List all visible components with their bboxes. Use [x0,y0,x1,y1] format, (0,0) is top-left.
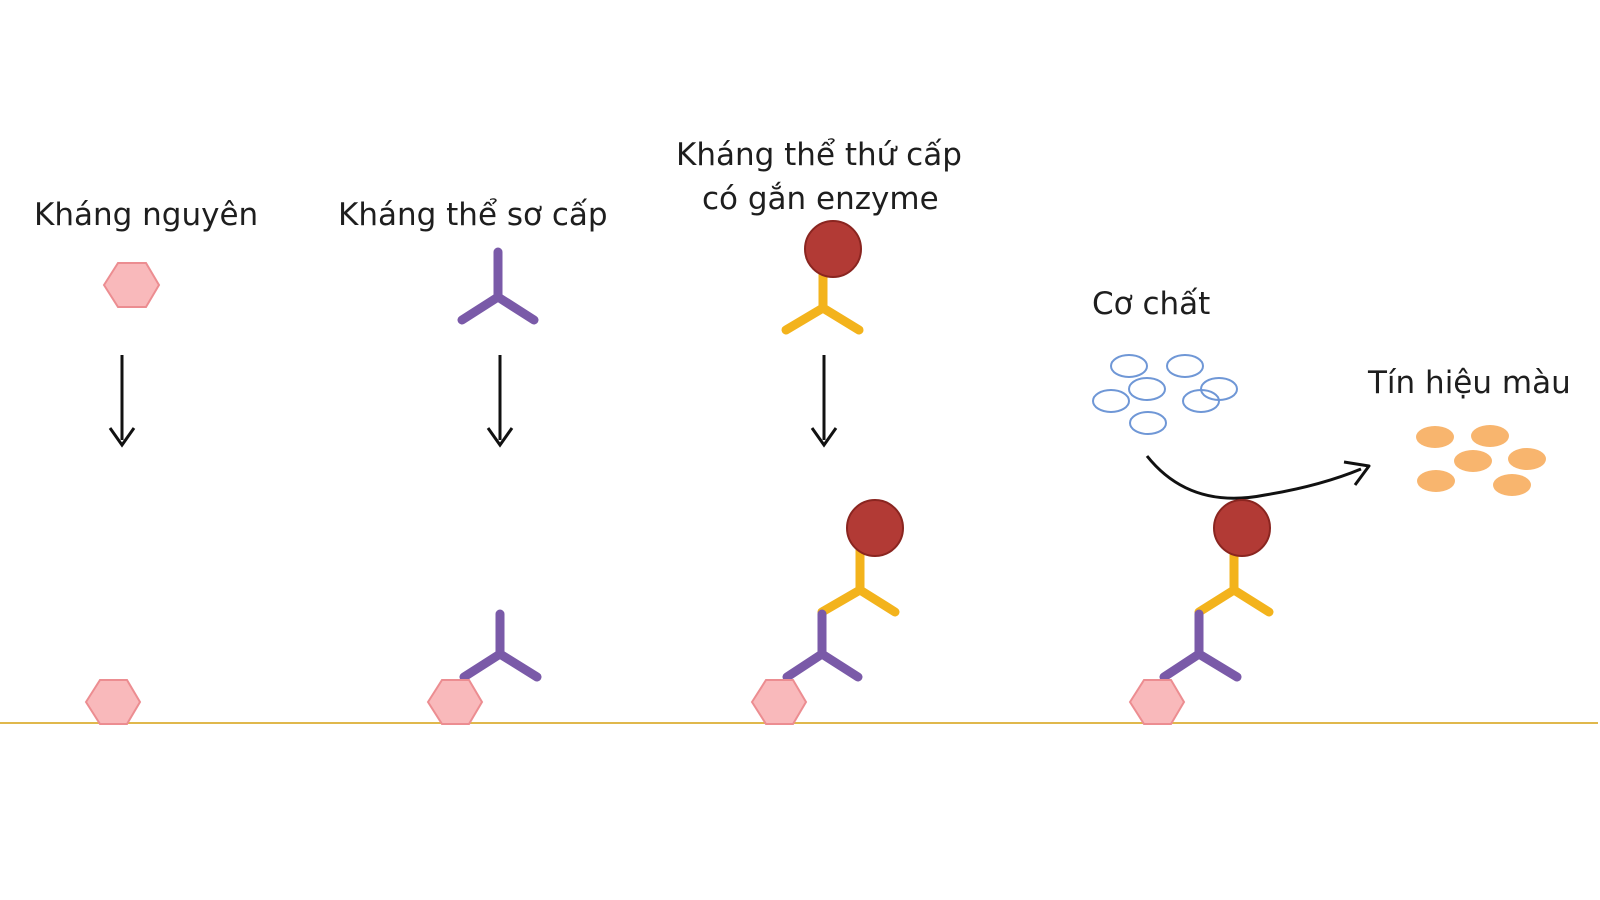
label-primary-antibody: Kháng thể sơ cấp [338,197,608,233]
bound-secondary-antibody-3 [817,543,900,617]
color-signal-dots [1416,425,1546,496]
bound-antigen-3 [750,679,808,725]
label-substrate: Cơ chất [1092,286,1211,322]
bound-enzyme-3 [846,499,904,557]
label-secondary-antibody-line2: có gắn enzyme [702,181,939,217]
bound-antigen-4 [1128,679,1186,725]
bound-primary-antibody-2 [459,609,542,682]
legend-antigen-hexagon [102,262,161,308]
legend-primary-antibody [457,247,539,325]
bound-enzyme-4 [1213,499,1271,557]
bound-antigen-1 [84,679,142,725]
label-antigen: Kháng nguyên [34,197,259,233]
bound-primary-antibody-4 [1159,609,1242,682]
label-color-signal: Tín hiệu màu [1368,365,1571,401]
label-secondary-antibody-line1: Kháng thể thứ cấp [676,137,962,173]
bound-primary-antibody-3 [782,609,863,682]
down-arrow-1 [108,355,136,448]
down-arrow-2 [486,355,514,448]
legend-enzyme-circle [804,220,862,278]
substrate-molecules [1092,354,1238,435]
bound-secondary-antibody-4 [1194,543,1274,617]
bound-antigen-2 [426,679,484,725]
down-arrow-3 [810,355,838,448]
reaction-arrow [1145,455,1371,500]
